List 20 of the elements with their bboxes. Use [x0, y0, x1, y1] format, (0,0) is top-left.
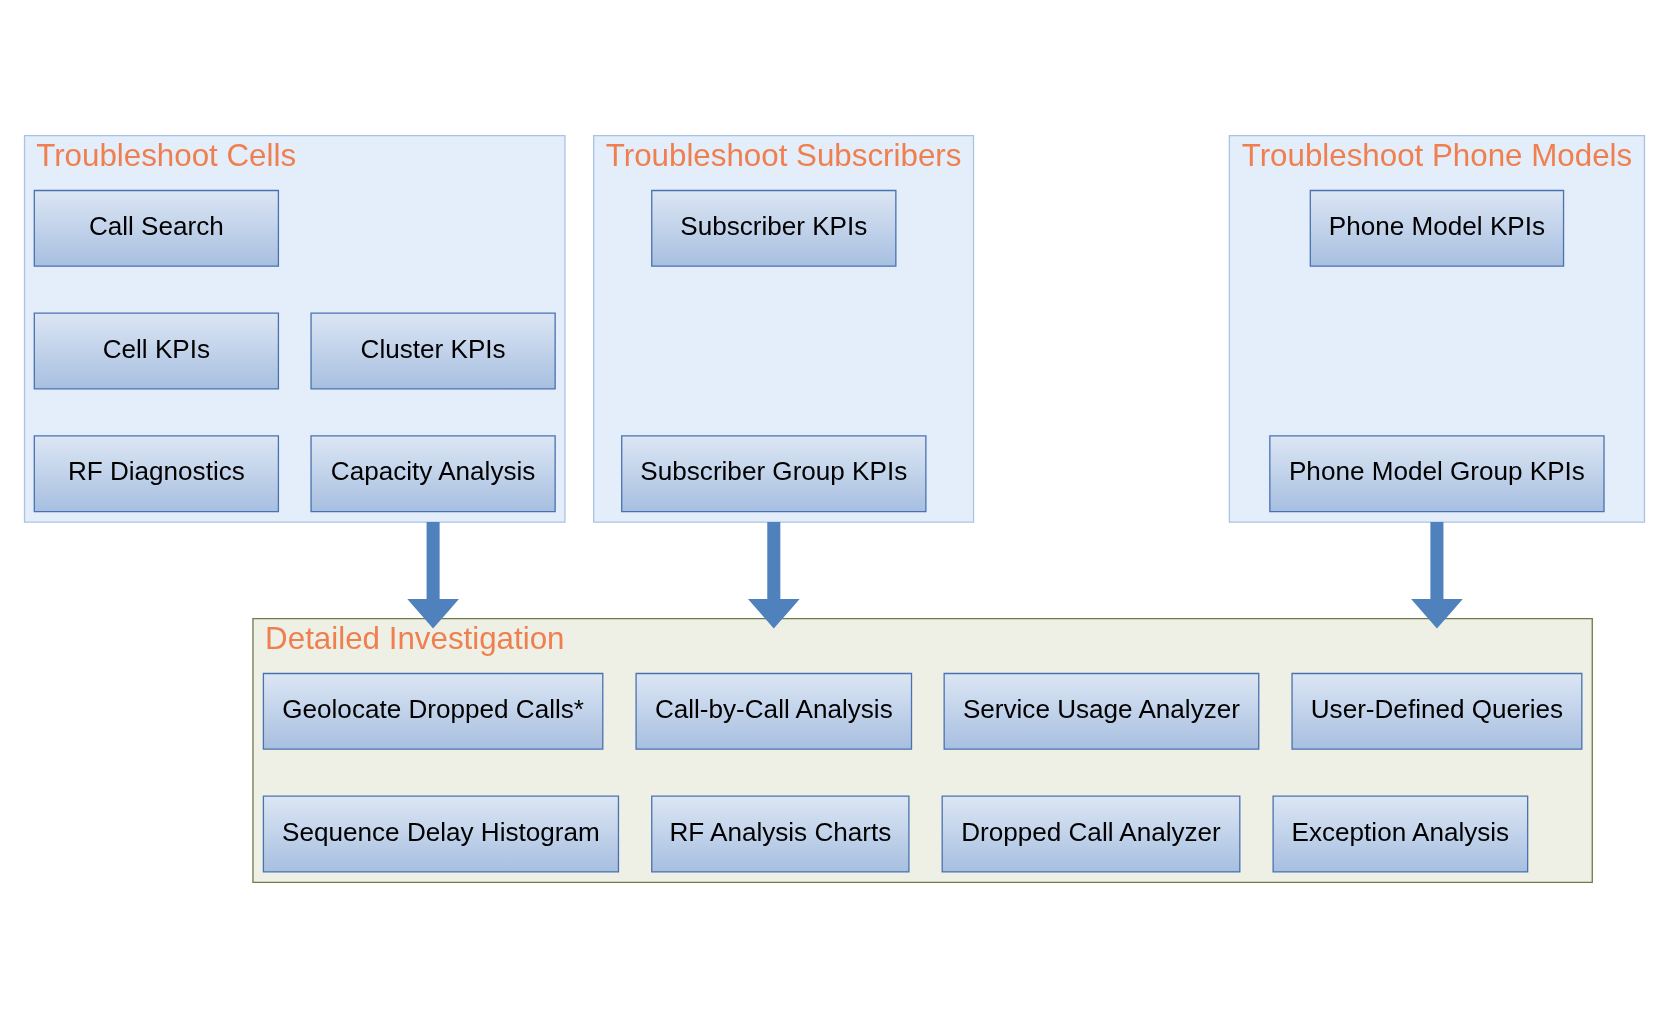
node-box: Geolocate Dropped Calls* — [262, 672, 604, 750]
node-box: Exception Analysis — [1272, 795, 1529, 873]
node-box: Call Search — [33, 189, 280, 267]
node-box: Subscriber KPIs — [651, 189, 897, 267]
node-box: Cell KPIs — [33, 312, 280, 390]
node-box: Phone Model KPIs — [1309, 189, 1565, 267]
node-box: Cluster KPIs — [310, 312, 556, 390]
node-box: Service Usage Analyzer — [943, 672, 1260, 750]
arrow — [1411, 522, 1463, 629]
node-box: User-Defined Queries — [1291, 672, 1583, 750]
node-box: Subscriber Group KPIs — [621, 435, 927, 513]
arrow — [748, 522, 800, 629]
node-box: Call-by-Call Analysis — [635, 672, 913, 750]
node-box: Capacity Analysis — [310, 435, 556, 513]
node-box: Sequence Delay Histogram — [262, 795, 620, 873]
node-box: RF Analysis Charts — [651, 795, 910, 873]
node-box: Dropped Call Analyzer — [941, 795, 1241, 873]
node-box: Phone Model Group KPIs — [1269, 435, 1605, 513]
node-box: RF Diagnostics — [33, 435, 280, 513]
arrow — [407, 522, 459, 629]
